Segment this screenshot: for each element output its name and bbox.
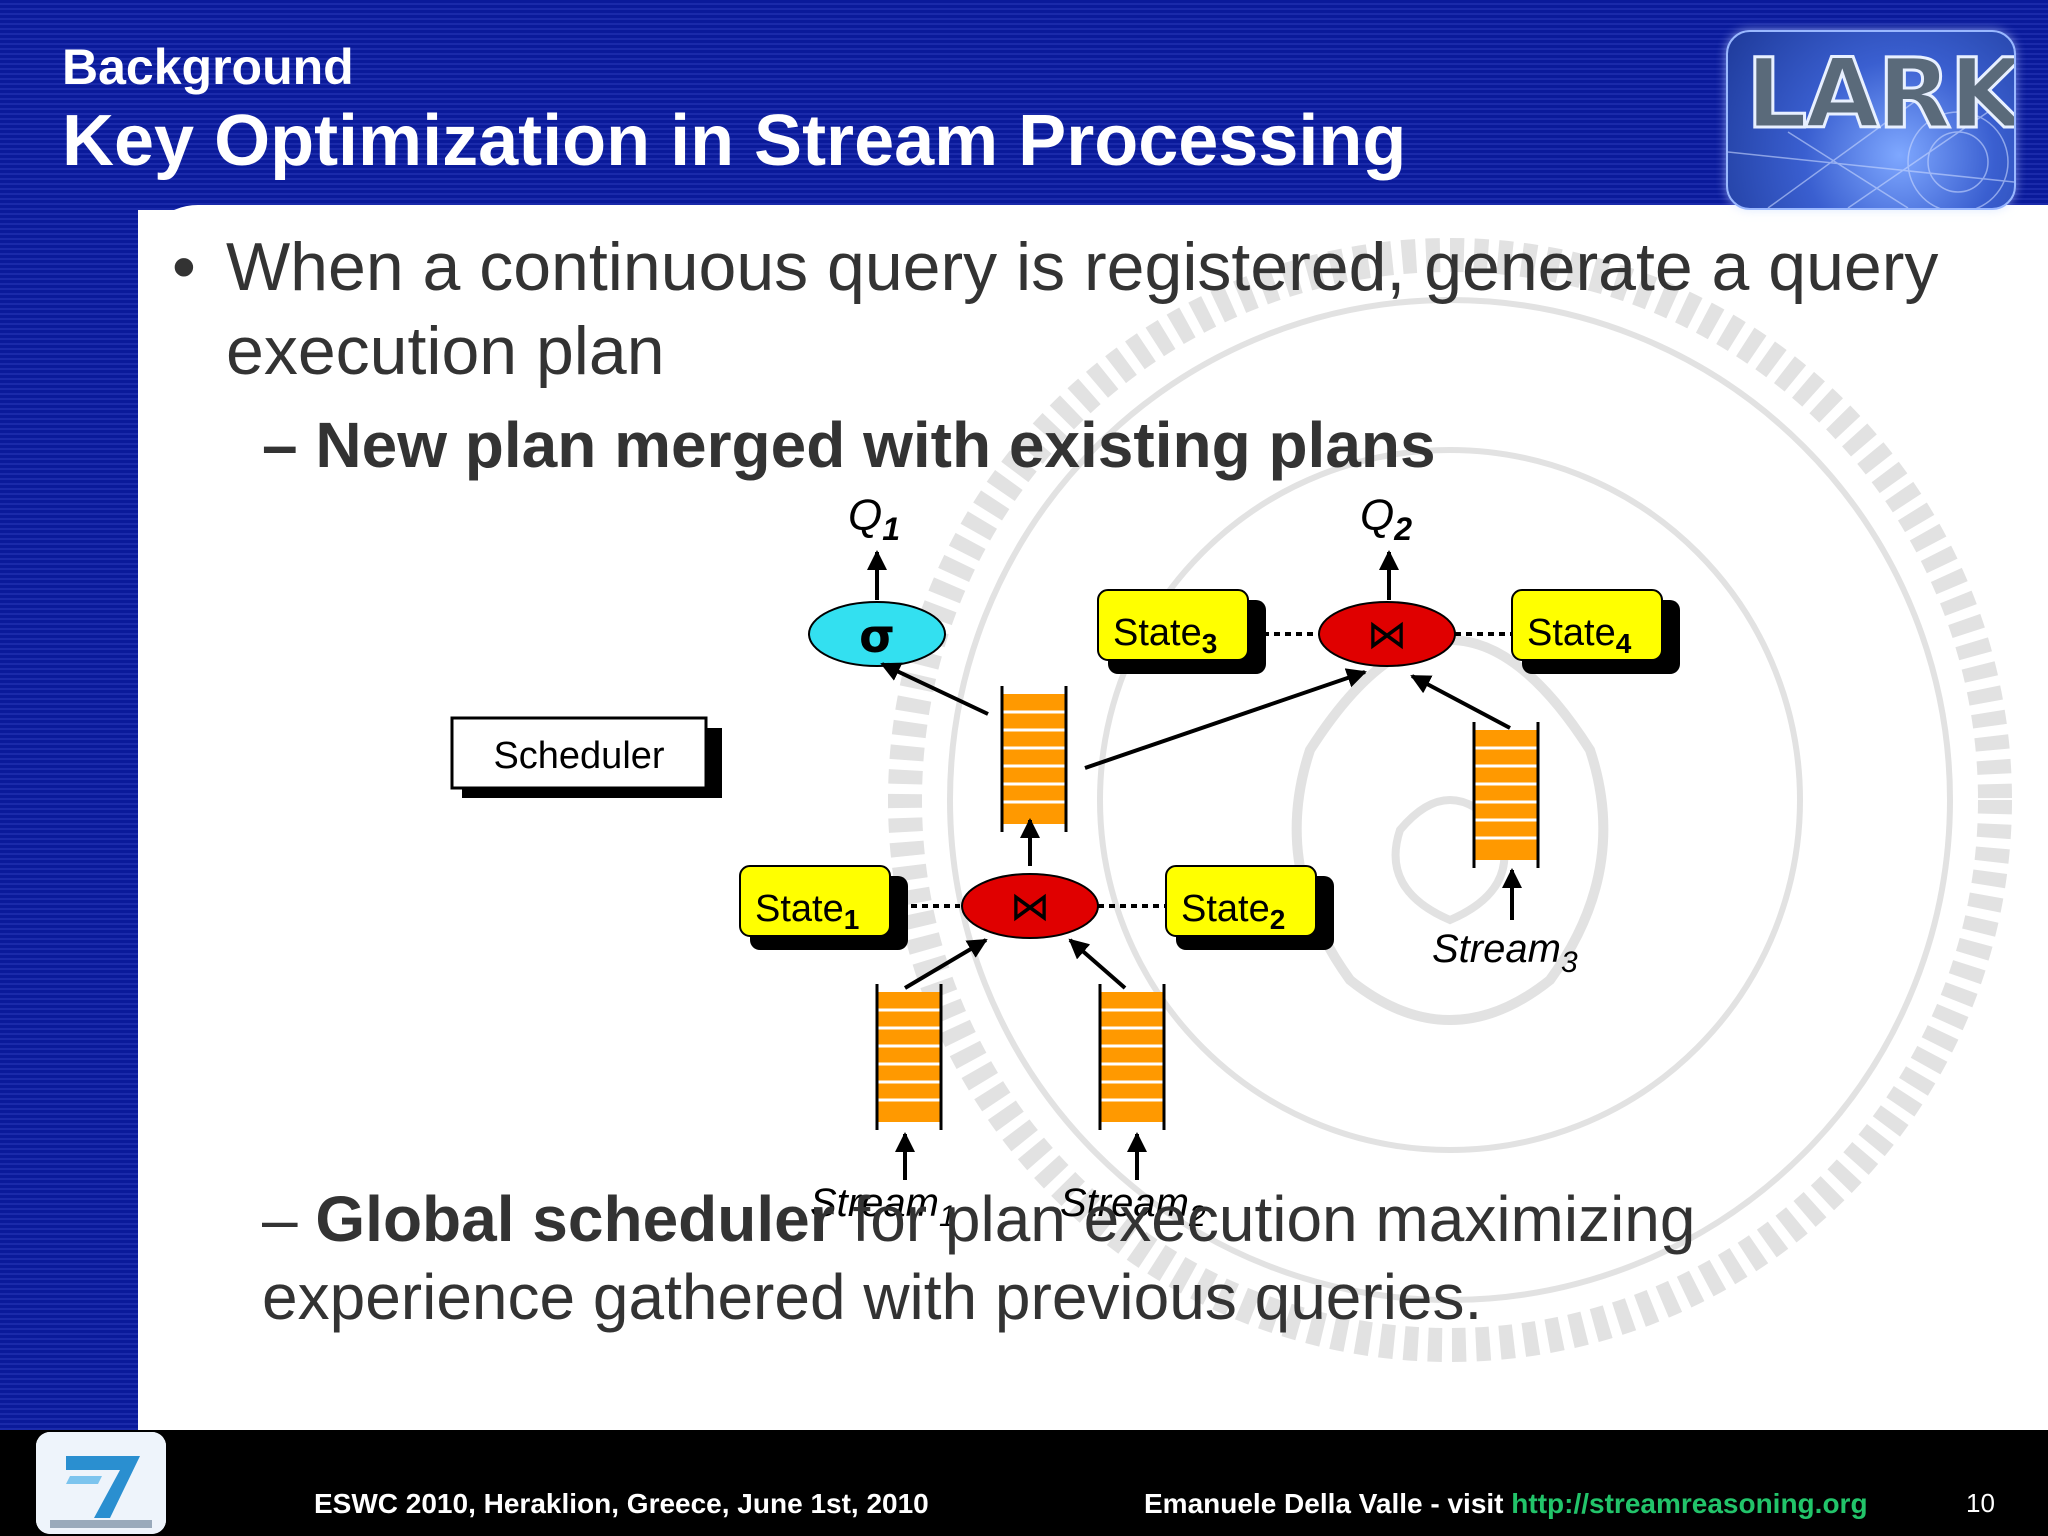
join-operator-bottom: ⋈: [961, 873, 1099, 939]
scheduler-label: Scheduler: [493, 735, 664, 777]
fp7-seven-icon: [36, 1432, 166, 1534]
header-band: [0, 0, 2048, 210]
footer-author-text: Emanuele Della Valle - visit: [1144, 1488, 1512, 1519]
queue-stream2: [1098, 982, 1166, 1132]
q1-label: Q1: [848, 491, 900, 547]
state-1-label: State1: [755, 888, 859, 935]
bullet-dot-icon: •: [172, 229, 196, 305]
larkc-logo: LARKC: [1726, 30, 2016, 210]
stream-3-label: Stream3: [1432, 927, 1578, 979]
queue-stream3: [1472, 720, 1540, 870]
footer-event: ESWC 2010, Heraklion, Greece, June 1st, …: [314, 1488, 929, 1519]
state-1-box: State1: [739, 865, 908, 950]
footer-url-link[interactable]: http://streamreasoning.org: [1511, 1488, 1868, 1519]
sub-bullet-2-text: for plan execution maximizing experience…: [262, 1183, 1696, 1333]
slide-title: Key Optimization in Stream Processing: [62, 101, 1407, 181]
logo-decoration-icon: [1728, 91, 2014, 208]
page-number: 10: [1966, 1488, 1995, 1518]
scheduler-box: Scheduler: [450, 716, 722, 798]
join-operator-top: ⋈: [1318, 601, 1456, 667]
footer-author: Emanuele Della Valle - visit http://stre…: [1144, 1488, 1868, 1520]
join-symbol-top: ⋈: [1367, 612, 1407, 658]
stream-1-label: Stream1: [810, 1181, 956, 1233]
select-symbol: σ: [859, 609, 895, 663]
select-operator: σ: [808, 601, 946, 667]
sub-bullet-2: – Global scheduler for plan execution ma…: [262, 1183, 1696, 1333]
sub-bullet-2-bold: Global scheduler: [315, 1183, 835, 1255]
state-3-label: State3: [1113, 612, 1217, 659]
q2-label: Q2: [1360, 491, 1412, 547]
join-symbol-bottom: ⋈: [1010, 884, 1050, 930]
slide-kicker: Background: [62, 39, 354, 95]
fp7-logo: [36, 1432, 166, 1534]
sub-bullet-1-text: New plan merged with existing plans: [315, 409, 1436, 481]
state-2-box: State2: [1165, 865, 1334, 950]
state-4-label: State4: [1527, 612, 1632, 659]
left-band: [0, 200, 138, 1430]
state-3-box: State3: [1097, 589, 1266, 674]
queue-shared: [1000, 684, 1068, 834]
stream-2-label: Stream2: [1060, 1181, 1206, 1233]
state-4-box: State4: [1511, 589, 1680, 674]
footer-bar: [0, 1430, 2048, 1536]
query-plan-diagram: Scheduler Q1 Q2 σ ⋈ ⋈ State3 State4: [450, 491, 1680, 1233]
queue-stream1: [875, 982, 943, 1132]
bullet-main-text: When a continuous query is registered, g…: [226, 229, 1939, 389]
logo-text: LARKC: [1745, 37, 2016, 152]
sub-bullet-1: – New plan merged with existing plans: [262, 409, 1436, 481]
state-2-label: State2: [1181, 888, 1285, 935]
